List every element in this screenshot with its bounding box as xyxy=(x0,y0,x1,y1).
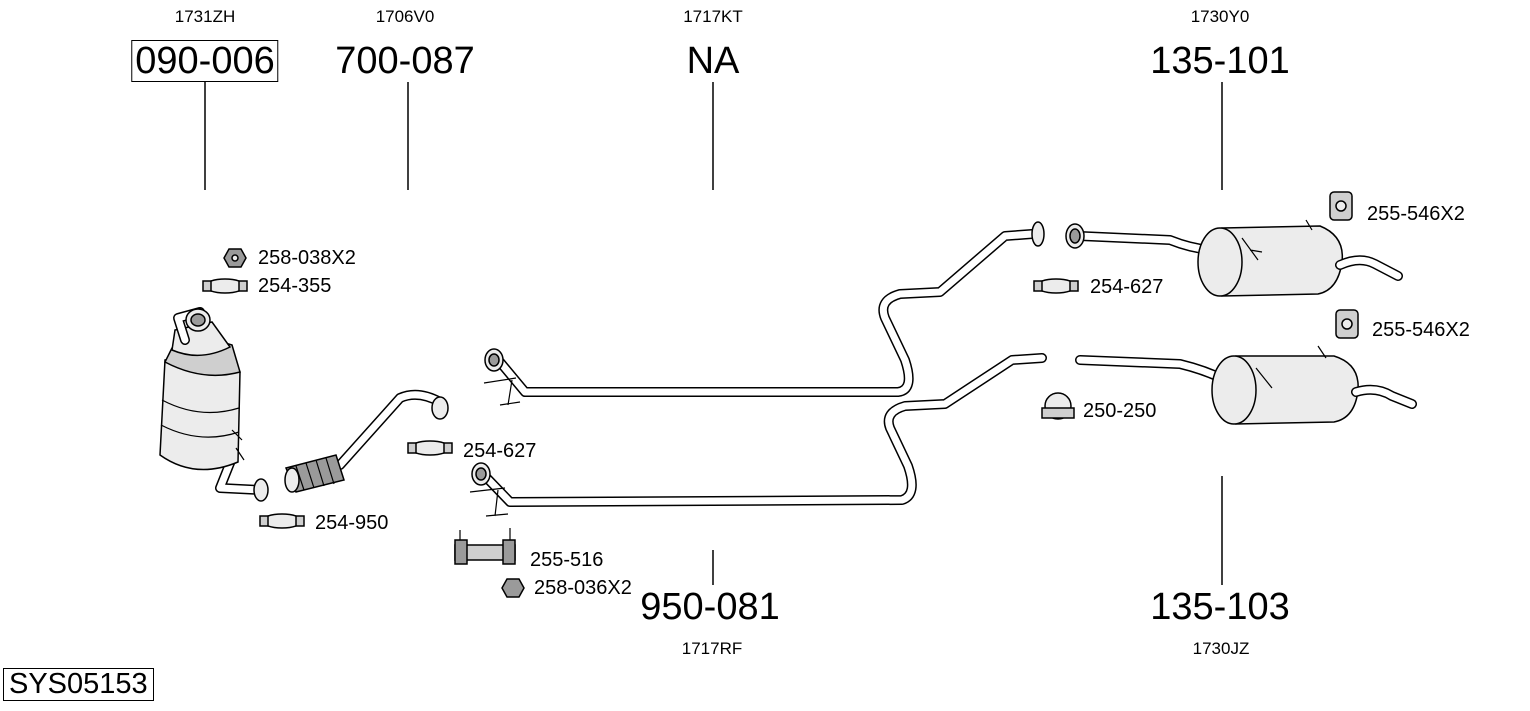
accessory-clamp-centre[interactable]: 254-627 xyxy=(463,440,537,462)
clamp-icon xyxy=(202,278,248,294)
part-number-cat[interactable]: 090-006 xyxy=(131,40,279,82)
catalytic-converter-illustration xyxy=(159,307,269,502)
oe-code-centre-top: 1717KT xyxy=(683,7,743,26)
accessory-bracket[interactable]: 255-516 xyxy=(530,549,604,571)
oe-code-centre-bottom: 1717RF xyxy=(681,639,743,658)
bracket-icon xyxy=(454,528,516,565)
accessory-nut-bracket[interactable]: 258-036X2 xyxy=(534,577,632,599)
nut-icon xyxy=(501,578,525,598)
oe-code-rear-bottom: 1730JZ xyxy=(1192,639,1250,658)
part-number-rear-top[interactable]: 135-101 xyxy=(1150,40,1290,82)
system-id-box: SYS05153 xyxy=(3,668,154,701)
rubber-mount-icon xyxy=(1329,191,1353,221)
oe-code-rear-top: 1730Y0 xyxy=(1190,7,1250,26)
front-pipe-illustration xyxy=(284,389,449,493)
nut-icon xyxy=(223,248,247,268)
accessory-clamp-front[interactable]: 254-950 xyxy=(315,512,389,534)
rear-silencer-bottom-illustration xyxy=(1075,345,1417,425)
oe-code-cat: 1731ZH xyxy=(174,7,236,26)
accessory-clamp-rear-top[interactable]: 254-627 xyxy=(1090,276,1164,298)
accessory-rubber-bottom[interactable]: 255-546X2 xyxy=(1372,319,1470,341)
clamp-icon xyxy=(259,513,305,529)
part-number-front-pipe[interactable]: 700-087 xyxy=(335,40,475,82)
clamp-icon xyxy=(407,440,453,456)
accessory-rubber-top[interactable]: 255-546X2 xyxy=(1367,203,1465,225)
rear-silencer-top-illustration xyxy=(1065,219,1403,297)
part-number-rear-bottom[interactable]: 135-103 xyxy=(1150,586,1290,628)
accessory-clamp-rear-bottom[interactable]: 250-250 xyxy=(1083,400,1157,422)
part-number-centre-bottom[interactable]: 950-081 xyxy=(640,586,780,628)
accessory-clamp-cat[interactable]: 254-355 xyxy=(258,275,332,297)
centre-pipe-bottom-illustration xyxy=(469,353,1047,517)
clamp-icon xyxy=(1033,278,1079,294)
rubber-mount-icon xyxy=(1335,309,1359,339)
clamp-icon xyxy=(1041,392,1075,420)
centre-pipe-top-illustration xyxy=(483,221,1045,406)
oe-code-front-pipe: 1706V0 xyxy=(375,7,435,26)
part-number-centre-top[interactable]: NA xyxy=(686,40,740,82)
accessory-nut-cat[interactable]: 258-038X2 xyxy=(258,247,356,269)
